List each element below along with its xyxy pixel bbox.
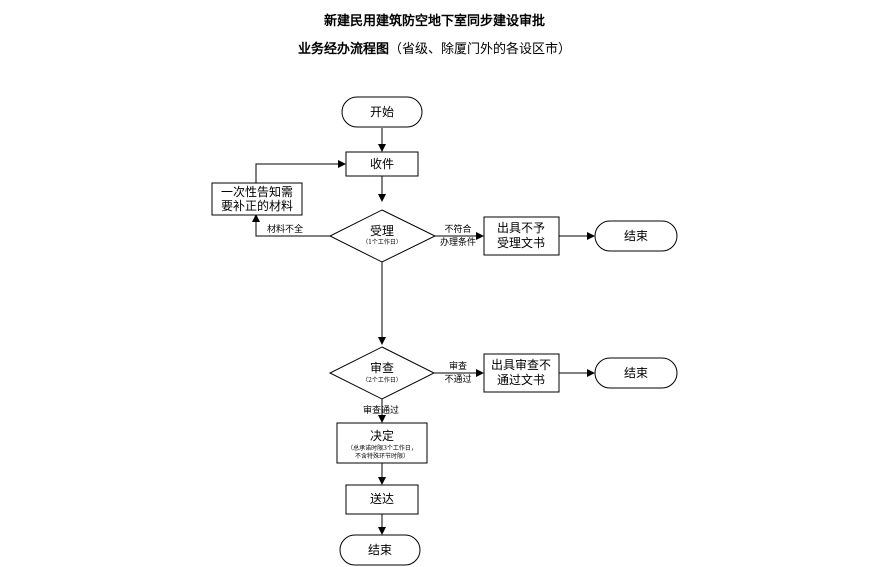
node-reject-accept-label-1: 出具不予 xyxy=(497,221,545,235)
node-decision-label: 决定 xyxy=(370,428,394,443)
edge-label-materials-incomplete: 材料不全 xyxy=(267,223,303,235)
node-end-label: 结束 xyxy=(368,543,392,557)
node-start xyxy=(341,96,423,128)
edge-label-review-pass: 审查通过 xyxy=(363,404,399,416)
node-review xyxy=(328,346,436,400)
node-notify-label-1: 一次性告知需 xyxy=(221,185,293,199)
node-deliver-label: 送达 xyxy=(370,491,394,506)
node-review-days: （2个工作日） xyxy=(362,376,402,384)
node-accept-label: 受理 xyxy=(370,224,394,238)
flowchart-title-line1: 新建民用建筑防空地下室同步建设审批 xyxy=(323,14,545,29)
node-reject-review xyxy=(483,353,560,393)
node-reject-accept-label-2: 受理文书 xyxy=(497,235,545,250)
node-receive-label: 收件 xyxy=(370,157,394,171)
node-accept xyxy=(328,209,437,263)
flowchart-title-scope: （省级、除厦门外的各设区市） xyxy=(389,42,572,57)
node-decision-note-2: 不含特殊环节时限） xyxy=(355,452,409,460)
node-decision xyxy=(336,422,428,464)
edge-label-review-fail-2: 不通过 xyxy=(444,373,471,385)
node-end-accept-reject-label: 结束 xyxy=(624,229,648,243)
node-end-review-reject xyxy=(594,357,678,389)
node-deliver xyxy=(345,484,419,515)
node-notify xyxy=(211,182,303,216)
node-end-review-reject-label: 结束 xyxy=(624,366,648,380)
node-reject-accept xyxy=(483,216,560,256)
node-reject-review-label-1: 出具审查不 xyxy=(491,357,551,372)
edge-label-not-eligible-2: 办理条件 xyxy=(440,236,476,248)
edge-accept-notify xyxy=(252,214,330,237)
node-review-label: 审查 xyxy=(370,360,394,375)
node-decision-note-1: （总承诺时限3个工作日， xyxy=(347,444,417,452)
edge-notify-receive xyxy=(255,160,346,183)
node-receive xyxy=(345,151,419,177)
flowchart-title-line2: 业务经办流程图（省级、除厦门外的各设区市） xyxy=(0,38,869,57)
edge-label-not-eligible-1: 不符合 xyxy=(444,223,471,235)
node-end-accept-reject xyxy=(594,220,678,252)
node-start-label: 开始 xyxy=(370,105,394,119)
node-reject-review-label-2: 通过文书 xyxy=(497,372,545,387)
node-end xyxy=(339,534,421,566)
flowchart-title-main: 业务经办流程图 xyxy=(297,42,389,57)
edge-label-review-fail-1: 审查 xyxy=(449,360,467,372)
node-notify-label-2: 要补正的材料 xyxy=(221,198,293,213)
node-accept-days: （1个工作日） xyxy=(362,238,402,246)
